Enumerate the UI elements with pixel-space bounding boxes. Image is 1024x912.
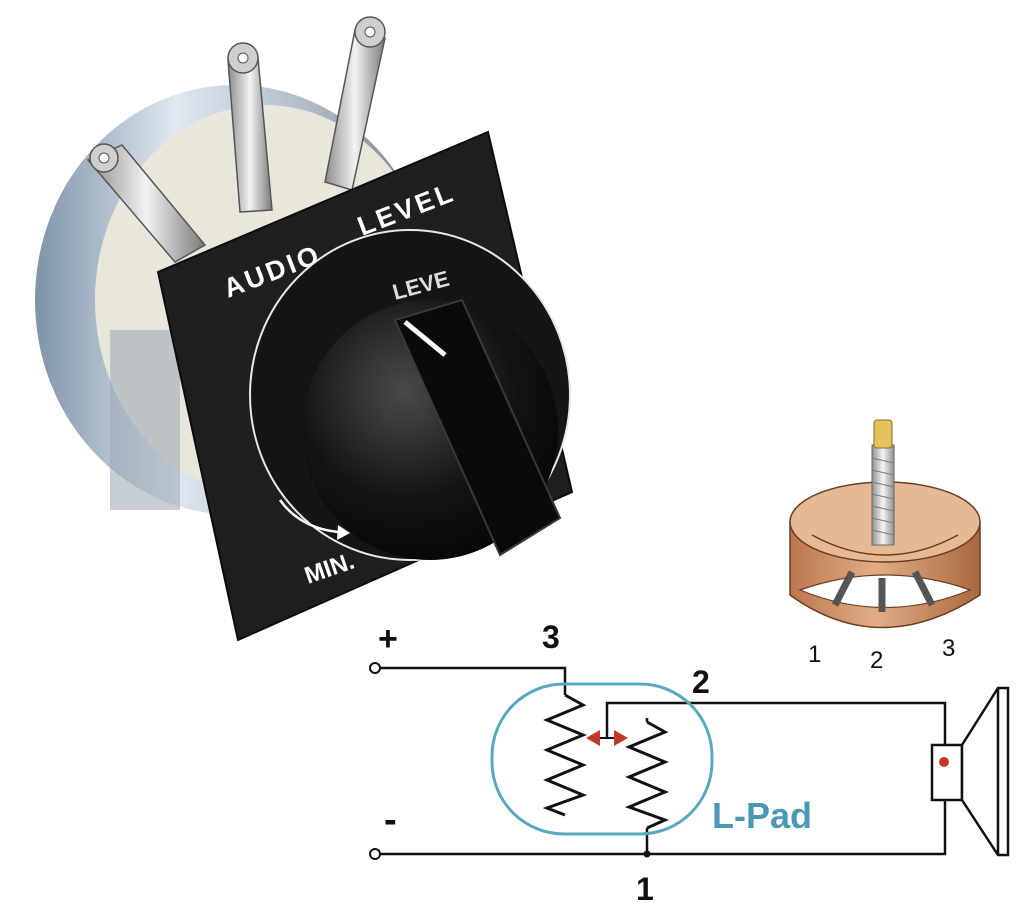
housing-slot xyxy=(110,330,180,510)
shaft-tip xyxy=(873,419,893,449)
pot-pin-label-1: 1 xyxy=(808,641,821,668)
terminal-1-label: 1 xyxy=(636,871,654,907)
min-arrow xyxy=(278,499,339,534)
pot-pin-label-3: 3 xyxy=(942,635,955,662)
speaker-icon xyxy=(930,686,1010,857)
pot-pin-3 xyxy=(911,570,936,607)
shunt-resistor xyxy=(624,720,670,830)
pot-pinout-diagram: 1 2 3 xyxy=(789,419,981,674)
knob-pointer-ridge xyxy=(393,298,562,557)
shaft-thread xyxy=(871,457,895,536)
solder-tab-left xyxy=(86,143,207,263)
knob-indicator-line xyxy=(403,320,447,357)
series-resistor xyxy=(542,693,588,817)
min-arrow-head xyxy=(337,525,350,540)
terminal-3-label: 3 xyxy=(542,619,560,655)
junction-terminal-1 xyxy=(643,850,651,858)
pot-pin-label-2: 2 xyxy=(870,647,883,674)
wire-plus-to-3 xyxy=(380,666,567,695)
terminal-2-label: 2 xyxy=(692,664,710,700)
l-pad-photo: AUDIO LEVEL LEVE MIN. xyxy=(35,16,574,642)
lpad-label: L-Pad xyxy=(712,795,812,836)
wire-minus-to-speaker xyxy=(380,800,947,856)
input-terminal-minus xyxy=(369,848,381,860)
wiper-arrow-left xyxy=(586,730,600,746)
solder-tab-middle xyxy=(227,42,273,213)
plus-label: + xyxy=(378,620,398,658)
input-terminal-plus xyxy=(369,662,381,674)
wiper-arrow-right xyxy=(614,730,628,746)
l-pad-schematic: + - L-Pad 3 2 1 xyxy=(369,619,1010,907)
minus-label: - xyxy=(384,799,397,841)
lpad-outline xyxy=(490,682,714,836)
wire-wiper-to-speaker xyxy=(605,701,947,745)
pot-top-rim xyxy=(811,534,959,556)
pot-pin-1 xyxy=(831,570,856,607)
